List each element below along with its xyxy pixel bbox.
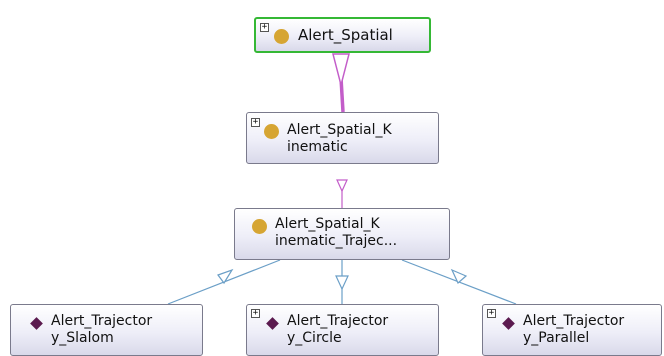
individual-diamond-icon <box>30 317 43 330</box>
node-label: Alert_Spatial_K inematic <box>287 122 392 155</box>
class-circle-icon <box>274 29 289 44</box>
instance-arrowhead <box>450 268 468 284</box>
node-alert-trajectory-circle[interactable]: + Alert_Trajector y_Circle <box>246 304 439 356</box>
subclass-arrowhead <box>336 179 348 193</box>
expand-icon[interactable]: + <box>251 117 260 127</box>
expand-icon[interactable]: + <box>487 308 496 318</box>
expand-icon[interactable]: + <box>260 22 269 32</box>
subclass-arrowhead <box>332 53 350 86</box>
node-label: Alert_Spatial <box>298 26 393 44</box>
node-label: Alert_Trajector y_Circle <box>287 313 389 346</box>
expand-icon[interactable]: + <box>251 308 260 318</box>
node-alert-spatial[interactable]: + Alert_Spatial <box>254 17 431 53</box>
node-label: Alert_Spatial_K inematic_Trajec... <box>275 216 398 249</box>
node-alert-trajectory-slalom[interactable]: Alert_Trajector y_Slalom <box>10 304 203 356</box>
individual-diamond-icon <box>266 317 279 330</box>
class-circle-icon <box>252 219 267 234</box>
individual-diamond-icon <box>502 317 515 330</box>
class-circle-icon <box>264 124 279 139</box>
instance-arrowhead <box>335 275 349 291</box>
node-alert-spatial-kinematic[interactable]: + Alert_Spatial_K inematic <box>246 112 439 164</box>
node-label: Alert_Trajector y_Slalom <box>51 313 153 346</box>
node-alert-spatial-kinematic-trajec[interactable]: Alert_Spatial_K inematic_Trajec... <box>234 208 450 260</box>
node-label: Alert_Trajector y_Parallel <box>523 313 625 346</box>
node-alert-trajectory-parallel[interactable]: + Alert_Trajector y_Parallel <box>482 304 662 356</box>
instance-arrowhead <box>217 268 234 285</box>
